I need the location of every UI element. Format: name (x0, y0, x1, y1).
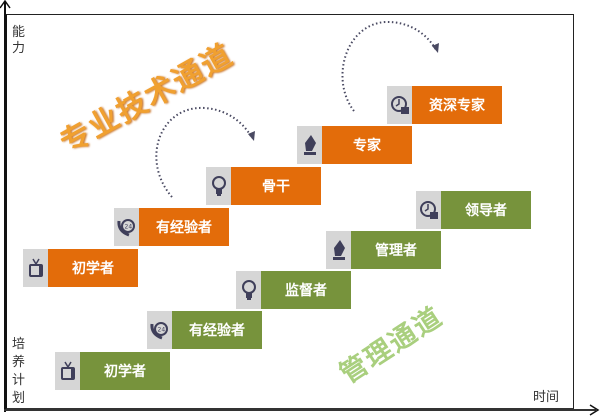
lightbulb-icon (236, 271, 261, 309)
y-axis-arrowhead (0, 0, 11, 9)
label-char: 计 (12, 373, 26, 388)
label-char: 力 (12, 41, 26, 56)
label-char: 培 (12, 337, 26, 352)
phone-24-icon: 24 (114, 208, 139, 246)
progress-arc-2 (341, 20, 437, 112)
svg-text:24: 24 (124, 224, 132, 231)
clock-24-icon (416, 191, 441, 229)
tech-step-beginner: 初学者 (23, 249, 138, 287)
mgmt-step-beginner: 初学者 (55, 352, 170, 390)
mgmt-step-supervisor: 监督者 (236, 271, 351, 309)
progress-arc-1 (155, 106, 253, 198)
phone-24-icon: 24 (147, 311, 172, 349)
x-axis (4, 409, 596, 411)
tv-icon (55, 352, 80, 390)
y-axis-label-training-plan: 培 养 计 划 (12, 336, 25, 408)
step-label: 初学者 (80, 352, 170, 390)
step-label: 初学者 (48, 249, 138, 287)
pen-nib-icon (326, 231, 351, 269)
arc-arrowhead-2 (432, 43, 439, 53)
lightbulb-icon (206, 167, 231, 205)
mgmt-step-leader: 领导者 (416, 191, 531, 229)
label-char: 划 (12, 391, 26, 406)
tech-step-backbone: 骨干 (206, 167, 321, 205)
tech-step-experienced: 24 有经验者 (114, 208, 229, 246)
step-label: 专家 (322, 126, 412, 164)
step-label: 有经验者 (139, 208, 229, 246)
y-axis-label-ability: 能 力 (12, 25, 25, 57)
x-axis-label-time: 时间 (533, 390, 560, 405)
tech-step-expert: 专家 (297, 126, 412, 164)
step-label: 监督者 (261, 271, 351, 309)
clock-24-icon (387, 86, 412, 124)
label-char: 能 (12, 25, 26, 40)
step-label: 有经验者 (172, 311, 262, 349)
label-char: 养 (12, 355, 26, 370)
step-label: 骨干 (231, 167, 321, 205)
y-axis (4, 2, 6, 412)
mgmt-step-manager: 管理者 (326, 231, 441, 269)
svg-text:24: 24 (157, 327, 165, 334)
step-label: 管理者 (351, 231, 441, 269)
pen-nib-icon (297, 126, 322, 164)
tv-icon (23, 249, 48, 287)
x-axis-arrowhead (589, 404, 600, 416)
tech-step-senior-expert: 资深专家 (387, 86, 502, 124)
mgmt-step-experienced: 24 有经验者 (147, 311, 262, 349)
step-label: 资深专家 (412, 86, 502, 124)
step-label: 领导者 (441, 191, 531, 229)
arc-arrowhead-1 (248, 131, 255, 141)
